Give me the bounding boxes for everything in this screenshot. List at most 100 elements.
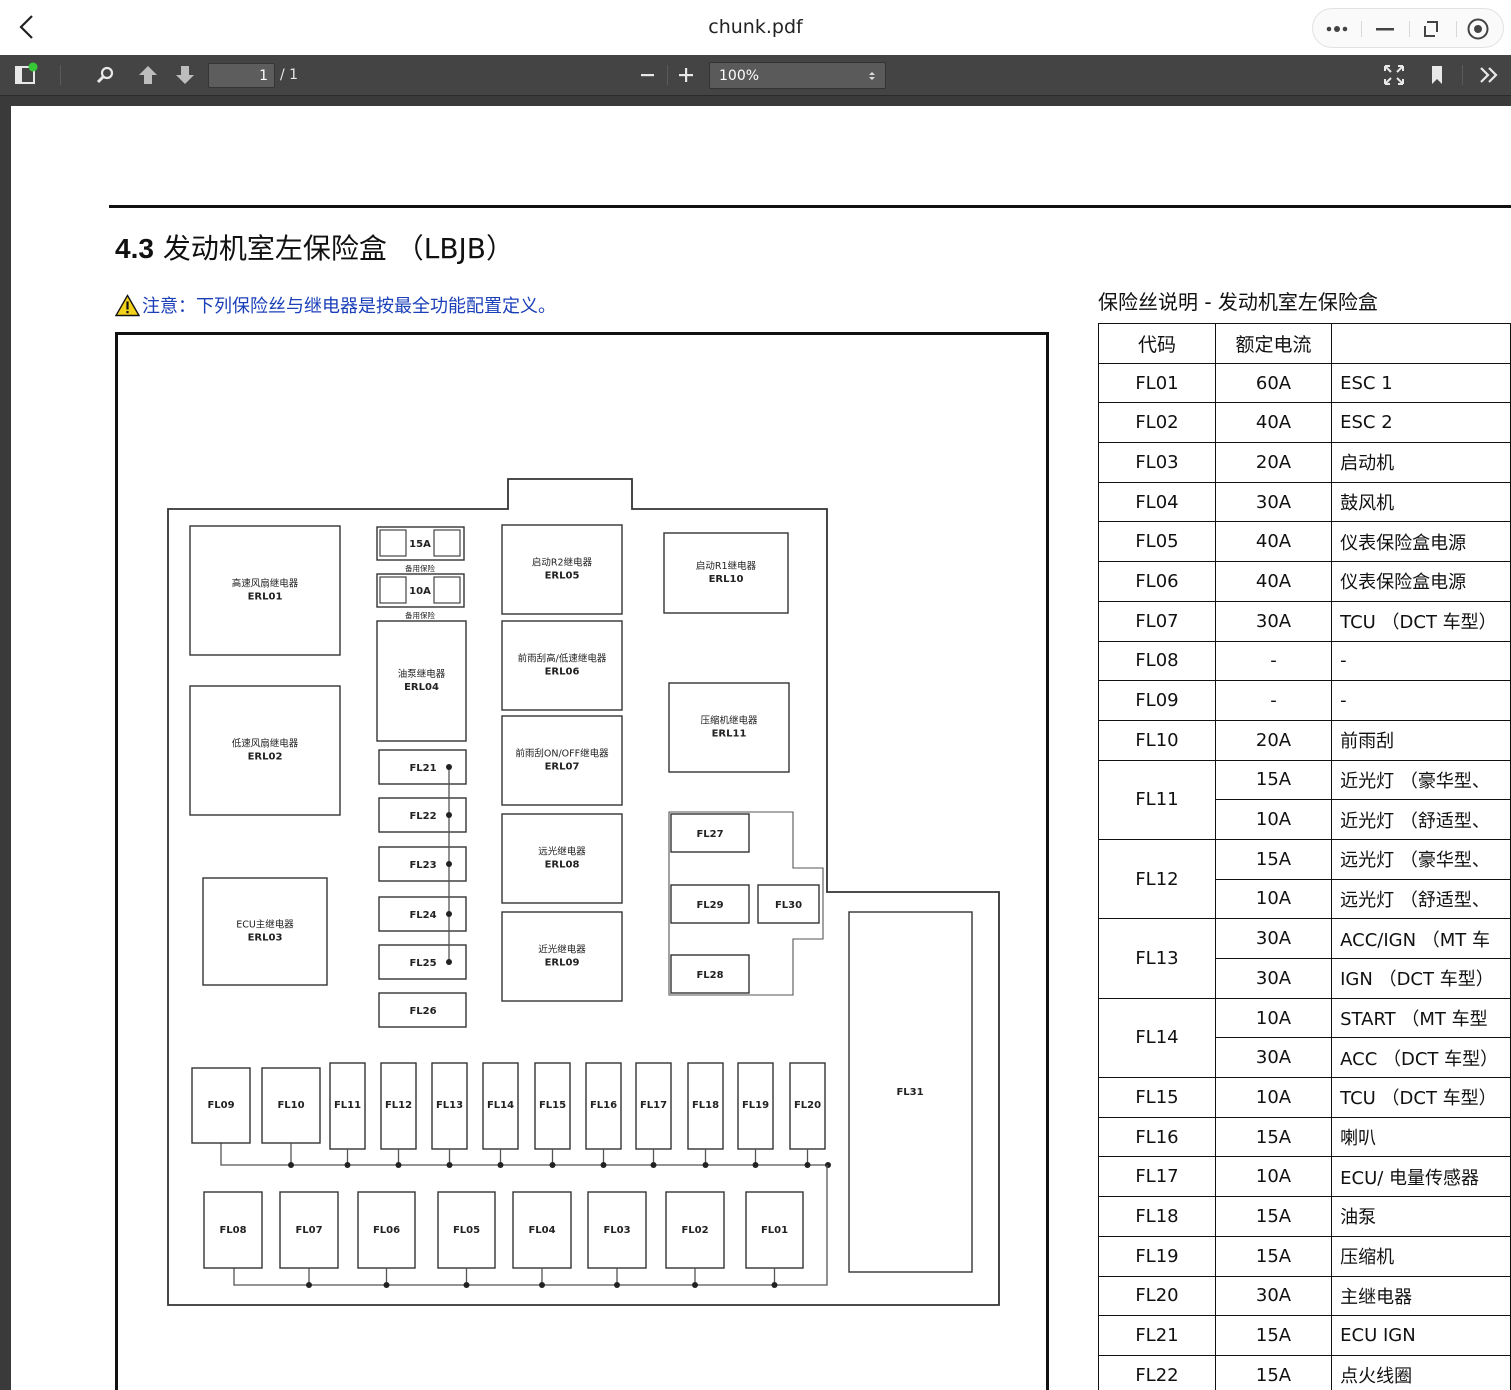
relay-code: ERL09 xyxy=(545,958,580,969)
restore-button[interactable] xyxy=(1418,16,1446,42)
heading-text: 发动机室左保险盒 （LBJB） xyxy=(162,232,515,265)
fuse-code: FL02 xyxy=(681,1225,708,1236)
sidebar-toggle-button[interactable] xyxy=(10,60,40,90)
relay-code: ERL02 xyxy=(248,752,283,763)
window-title: chunk.pdf xyxy=(708,16,803,38)
spare-fuse-slot xyxy=(379,576,407,604)
bus-node xyxy=(395,1162,402,1168)
fuse-code: FL31 xyxy=(896,1087,923,1098)
fuse-rating-cell: 40A xyxy=(1214,521,1333,563)
close-button[interactable] xyxy=(1464,16,1492,42)
fuse-code-cell: FL05 xyxy=(1098,521,1216,563)
fuse-rating-cell: 10A xyxy=(1214,878,1333,920)
note-text: 注意：下列保险丝与继电器是按最全功能配置定义。 xyxy=(115,292,556,318)
zoom-select[interactable]: 100% xyxy=(709,62,886,89)
bus-node xyxy=(804,1162,811,1168)
find-button[interactable] xyxy=(91,60,121,90)
fuse-description-cell: ACC （DCT 车型） xyxy=(1331,1037,1511,1079)
fuse-code-cell: FL01 xyxy=(1098,362,1216,404)
fuse-code: FL01 xyxy=(761,1225,788,1236)
bus-node xyxy=(497,1162,504,1168)
previous-page-button[interactable] xyxy=(133,60,163,90)
fuse-rating-cell: 15A xyxy=(1214,1196,1333,1237)
fuse-code-cell: FL14 xyxy=(1098,997,1216,1079)
zoom-out-button[interactable] xyxy=(633,60,663,90)
fuse-description-cell: ESC 1 xyxy=(1331,362,1511,404)
minimize-icon xyxy=(1376,28,1394,31)
fullscreen-icon xyxy=(1384,65,1404,85)
fuse-fl09 xyxy=(191,1067,251,1144)
fuse-fl31 xyxy=(848,911,973,1273)
relay-erl10 xyxy=(663,532,789,614)
relay-code: ERL06 xyxy=(545,667,580,678)
fuse-fl22 xyxy=(378,797,467,833)
spare-fuse-slot xyxy=(433,576,461,604)
zoom-value: 100% xyxy=(719,68,760,84)
back-button[interactable] xyxy=(12,12,44,44)
fuse-description-cell: 启动机 xyxy=(1331,442,1511,483)
zoom-in-button[interactable] xyxy=(671,60,701,90)
fuse-code: FL15 xyxy=(539,1100,566,1111)
fuse-rating-cell: 20A xyxy=(1214,442,1333,483)
presentation-mode-button[interactable] xyxy=(1379,60,1409,90)
fuse-code: FL23 xyxy=(409,860,436,871)
record-circle-icon xyxy=(1467,18,1489,40)
relay-code: ERL01 xyxy=(248,592,283,603)
fuse-description-cell: 油泵 xyxy=(1331,1196,1511,1237)
fuse-code: FL05 xyxy=(453,1225,480,1236)
bus-node xyxy=(692,1282,698,1288)
fuse-fl27 xyxy=(670,813,750,853)
fuse-code: FL29 xyxy=(696,900,723,911)
fuse-code: FL24 xyxy=(409,910,436,921)
relay-name: 前雨刮高/低速继电器 xyxy=(518,653,607,665)
fuse-rating-cell: 10A xyxy=(1214,1077,1333,1118)
fuse-rating-cell: - xyxy=(1214,640,1333,682)
fuse-code: FL08 xyxy=(219,1225,246,1236)
bus-node xyxy=(344,1162,351,1168)
fuse-description-cell: 近光灯 （豪华型、 xyxy=(1331,759,1511,801)
pdf-viewer[interactable]: 4.3 发动机室左保险盒 （LBJB） 注意：下列保险丝与继电器是按最全功能配置… xyxy=(0,96,1511,1390)
fuse-rating-cell: 40A xyxy=(1214,561,1333,602)
fuse-rating-cell: 60A xyxy=(1214,362,1333,404)
fuse-description-cell: 近光灯 （舒适型、 xyxy=(1331,799,1511,840)
bus-node xyxy=(771,1282,778,1288)
fuse-fl06 xyxy=(357,1191,416,1269)
bus-node xyxy=(549,1162,556,1168)
chevron-left-icon xyxy=(19,15,33,39)
restore-icon xyxy=(1424,21,1438,37)
fuse-fl07 xyxy=(279,1191,339,1269)
minimize-button[interactable] xyxy=(1371,16,1399,42)
spare-fuse-slot xyxy=(379,529,407,557)
fuse-code: FL14 xyxy=(487,1100,514,1111)
sidebar-icon xyxy=(15,62,38,84)
tools-menu-button[interactable] xyxy=(1474,60,1504,90)
next-page-button[interactable] xyxy=(170,60,200,90)
fuse-fl10 xyxy=(261,1067,321,1144)
fuse-rating-cell: 40A xyxy=(1214,402,1333,444)
page-number-input[interactable] xyxy=(208,63,275,88)
fuse-code: FL13 xyxy=(436,1100,463,1111)
bookmark-button[interactable] xyxy=(1422,60,1452,90)
bus-node xyxy=(600,1162,607,1168)
fuse-description-cell: 远光灯 （舒适型、 xyxy=(1331,878,1511,920)
relay-code: ERL07 xyxy=(545,762,580,773)
fuse-description-cell: ECU/ 电量传感器 xyxy=(1331,1156,1511,1198)
more-button[interactable] xyxy=(1323,16,1351,42)
relay-name: 近光继电器 xyxy=(538,944,586,956)
fuse-code: FL25 xyxy=(409,958,436,969)
fuse-code-cell: FL04 xyxy=(1098,481,1216,523)
spare-fuse-slot xyxy=(433,529,461,557)
relay-code: ERL03 xyxy=(248,933,283,944)
fuse-code: FL22 xyxy=(409,811,436,822)
bus-node xyxy=(446,911,452,917)
warning-icon xyxy=(115,293,140,316)
fuse-fl08 xyxy=(203,1191,263,1269)
